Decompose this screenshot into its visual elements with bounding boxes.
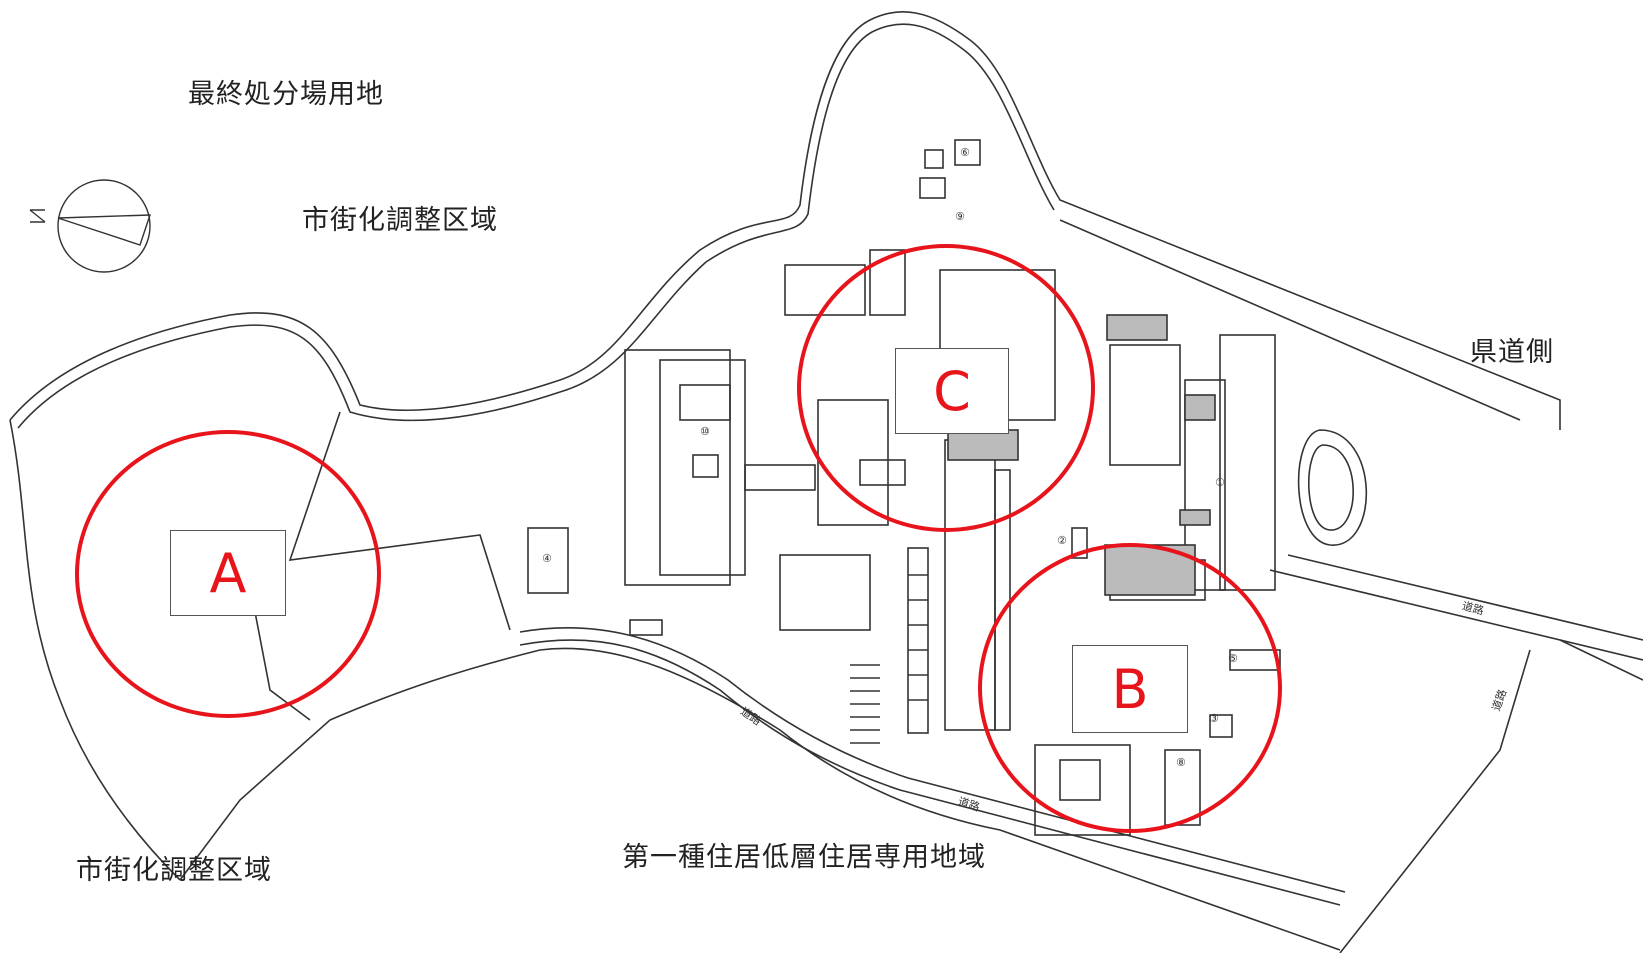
parcel-line-a — [288, 411, 511, 631]
building-mark: ⑤ — [1228, 652, 1238, 665]
loop-road — [1297, 429, 1368, 546]
loop-road-inner — [1308, 444, 1354, 531]
building-mark: ④ — [542, 552, 552, 565]
east-road-3 — [1269, 569, 1643, 661]
zone-label-landfill: 最終処分場用地 — [188, 79, 384, 110]
east-road-1 — [1059, 219, 1521, 421]
building-mark: ⑩ — [700, 425, 710, 438]
site-boundary-south — [179, 647, 1341, 951]
site-boundary-south-west — [9, 419, 181, 881]
site-boundary-west-inner — [17, 23, 1055, 429]
building-mark: ① — [1215, 476, 1225, 489]
parking-stripes — [850, 574, 928, 744]
zone-label-urbanization-control-north: 市街化調整区域 — [302, 205, 498, 236]
east-road-2 — [1287, 554, 1643, 641]
building-mark: ② — [1057, 534, 1067, 547]
building-mark: ⑥ — [960, 146, 970, 159]
parcel-line-b — [254, 611, 311, 721]
zone-label-residential: 第一種住居低層住居専用地域 — [622, 842, 986, 873]
east-road-4 — [1339, 649, 1531, 953]
site-a-marker[interactable]: A — [170, 530, 286, 616]
zone-label-urbanization-control-south: 市街化調整区域 — [76, 855, 272, 886]
building-mark: ③ — [1209, 712, 1219, 725]
zone-label-prefectural-road: 県道側 — [1470, 337, 1554, 368]
site-boundary-west — [9, 11, 1561, 430]
site-b-marker[interactable]: B — [1072, 645, 1188, 733]
east-road-5 — [1559, 639, 1643, 681]
north-arrow-icon — [29, 179, 151, 273]
road-south-line-1 — [519, 639, 1341, 906]
site-c-marker[interactable]: C — [895, 348, 1009, 434]
building-mark: ⑨ — [955, 210, 965, 223]
building-mark: ⑧ — [1176, 756, 1186, 769]
road-south-line-2 — [519, 626, 1346, 893]
